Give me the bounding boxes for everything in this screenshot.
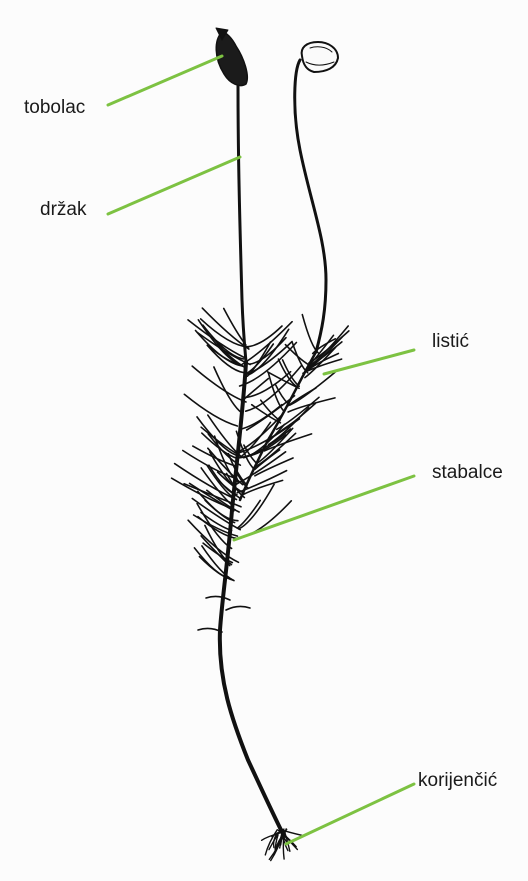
label-tobolac: tobolac: [24, 97, 85, 119]
leaf: [240, 501, 292, 538]
leaf: [237, 500, 260, 528]
leaves: [172, 308, 349, 632]
leaf: [241, 322, 292, 365]
leaf: [206, 596, 230, 600]
label-listic: listić: [432, 331, 469, 353]
leader-line-stabalce: [234, 476, 414, 540]
leader-line-korijencic: [286, 784, 414, 844]
leader-line-tobolac: [108, 56, 222, 105]
label-drzak: držak: [40, 199, 86, 221]
leaf: [226, 606, 250, 610]
leader-line-drzak: [108, 157, 240, 214]
leaf: [214, 367, 242, 413]
left-seta: [238, 86, 246, 362]
rhizoids: [262, 829, 302, 861]
right-seta: [295, 60, 326, 352]
label-korijencic: korijenčić: [418, 770, 497, 792]
label-stabalce: stabalce: [432, 462, 503, 484]
left-capsule: [216, 32, 247, 86]
